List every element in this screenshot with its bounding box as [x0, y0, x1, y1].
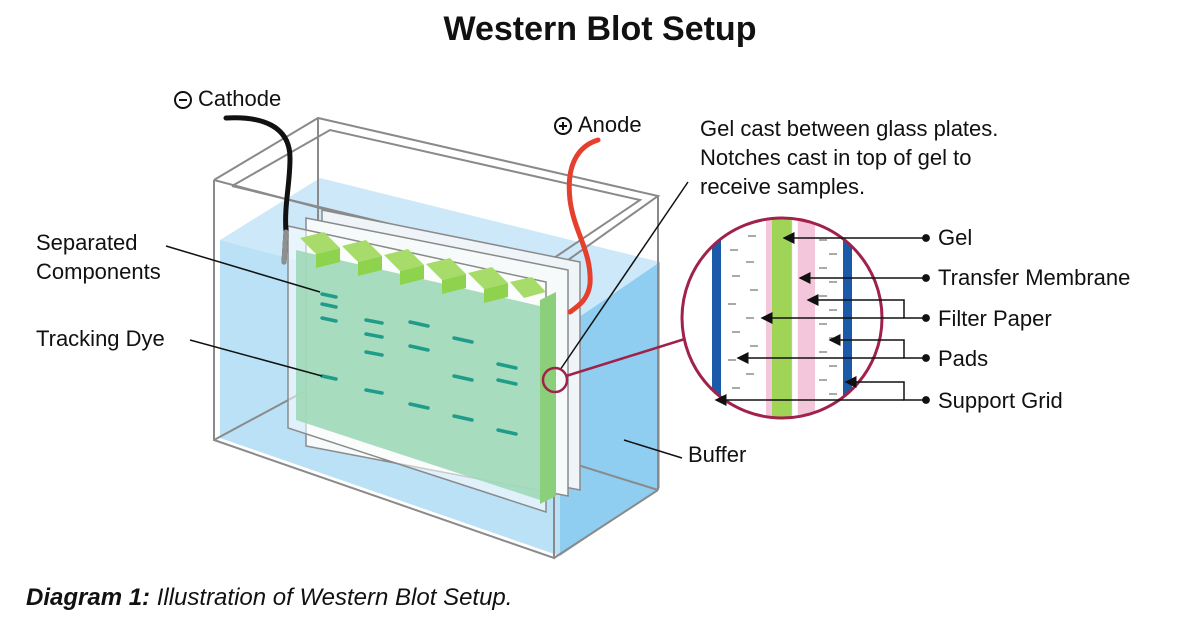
gel-note-line1: Gel cast between glass plates.	[700, 116, 999, 141]
anode-text: Anode	[578, 112, 642, 137]
separated-label-line1: Separated	[36, 230, 138, 255]
buffer-label: Buffer	[688, 442, 747, 467]
protein-bands	[320, 292, 518, 436]
caption-bold: Diagram 1:	[26, 584, 151, 611]
gel-cassette	[287, 209, 581, 514]
caption-text: Illustration of Western Blot Setup.	[150, 584, 513, 611]
diagram-title: Western Blot Setup	[443, 10, 757, 48]
cathode-label: Cathode	[174, 84, 281, 114]
anode-wire	[566, 137, 601, 315]
gel-note-line2: Notches cast in top of gel to	[700, 145, 972, 170]
plus-icon	[554, 117, 572, 135]
minus-icon	[174, 91, 192, 109]
separated-label-line2: Components	[36, 259, 161, 284]
stack-label-support-grid: Support Grid	[938, 388, 1063, 413]
gel-note-line3: receive samples.	[700, 174, 866, 199]
comb-teeth	[300, 232, 546, 298]
stack-label-transfer-membrane: Transfer Membrane	[938, 265, 1131, 290]
anode-label: Anode	[554, 110, 642, 140]
cathode-wire	[223, 115, 293, 265]
figure-caption: Diagram 1: Illustration of Western Blot …	[26, 584, 512, 612]
stack-label-filter-paper: Filter Paper	[938, 306, 1052, 331]
stack-label-pads: Pads	[938, 346, 989, 371]
stack-label-gel: Gel	[938, 225, 973, 250]
stack-leaders	[714, 232, 930, 406]
gel-body	[296, 250, 540, 500]
cathode-text: Cathode	[198, 86, 282, 111]
tracking-dye-label: Tracking Dye	[36, 326, 165, 351]
